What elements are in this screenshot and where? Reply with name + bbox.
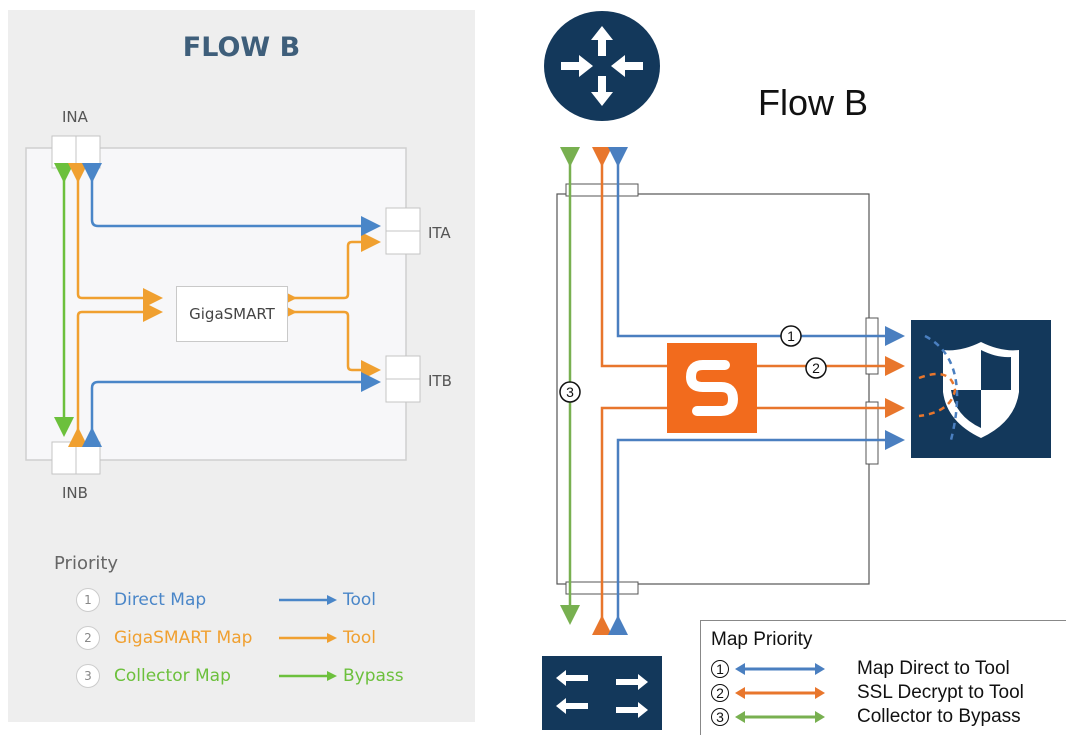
port-label-itb: ITB bbox=[428, 372, 452, 390]
priority-target: Tool bbox=[343, 628, 377, 648]
port-right-b bbox=[865, 401, 879, 465]
priority-name: GigaSMART Map bbox=[114, 628, 253, 648]
gigasmart-box: GigaSMART bbox=[176, 286, 288, 342]
legend-label: Map Direct to Tool bbox=[857, 658, 1010, 679]
legend-label: Collector to Bypass bbox=[857, 706, 1021, 727]
port-label-ita: ITA bbox=[428, 224, 451, 242]
port-ina-b bbox=[75, 135, 101, 169]
legend-label: SSL Decrypt to Tool bbox=[857, 682, 1024, 703]
router-icon bbox=[544, 11, 660, 121]
priority-row-2: 2 GigaSMART Map Tool bbox=[76, 624, 376, 652]
left-title: FLOW B bbox=[182, 32, 301, 63]
priority-row-1: 1 Direct Map Tool bbox=[76, 586, 376, 614]
shield-icon bbox=[911, 320, 1051, 458]
priority-row-3: 3 Collector Map Bypass bbox=[76, 662, 404, 690]
priority-number: 3 bbox=[76, 664, 100, 688]
path-number-1: 1 bbox=[787, 328, 795, 344]
priority-name: Direct Map bbox=[114, 590, 207, 610]
map-priority-legend: Map Priority 1 Map Direct to Tool 2 SSL … bbox=[700, 620, 1066, 735]
legend-title: Map Priority bbox=[711, 629, 813, 650]
arrow-icon bbox=[279, 595, 337, 605]
left-flow-diagram bbox=[25, 135, 421, 475]
legend-row-1: 1 Map Direct to Tool bbox=[711, 657, 1010, 681]
arrow-icon bbox=[279, 671, 337, 681]
double-arrow-icon bbox=[735, 687, 825, 699]
double-arrow-icon bbox=[735, 663, 825, 675]
left-diagram-panel: FLOW B INA INB ITA ITB GigaSMART Priorit… bbox=[8, 10, 475, 722]
port-inb-a bbox=[51, 441, 77, 475]
priority-name: Collector Map bbox=[114, 666, 231, 686]
path-number-2: 2 bbox=[812, 360, 820, 376]
double-arrow-icon bbox=[735, 711, 825, 723]
priority-number: 2 bbox=[76, 626, 100, 650]
switch-icon bbox=[542, 656, 662, 730]
gigasmart-logo-icon bbox=[667, 343, 757, 433]
priority-number: 1 bbox=[76, 588, 100, 612]
port-inb-b bbox=[75, 441, 101, 475]
priority-target: Tool bbox=[343, 590, 377, 610]
priority-title: Priority bbox=[54, 553, 119, 574]
path-number-3: 3 bbox=[566, 384, 574, 400]
port-label-inb: INB bbox=[62, 484, 88, 502]
legend-number: 3 bbox=[711, 708, 729, 726]
right-title: Flow B bbox=[758, 82, 869, 123]
arrow-icon bbox=[279, 633, 337, 643]
legend-row-2: 2 SSL Decrypt to Tool bbox=[711, 681, 1024, 705]
legend-row-3: 3 Collector to Bypass bbox=[711, 705, 1021, 729]
legend-number: 1 bbox=[711, 660, 729, 678]
legend-number: 2 bbox=[711, 684, 729, 702]
priority-target: Bypass bbox=[343, 666, 404, 686]
port-label-ina: INA bbox=[62, 108, 88, 126]
